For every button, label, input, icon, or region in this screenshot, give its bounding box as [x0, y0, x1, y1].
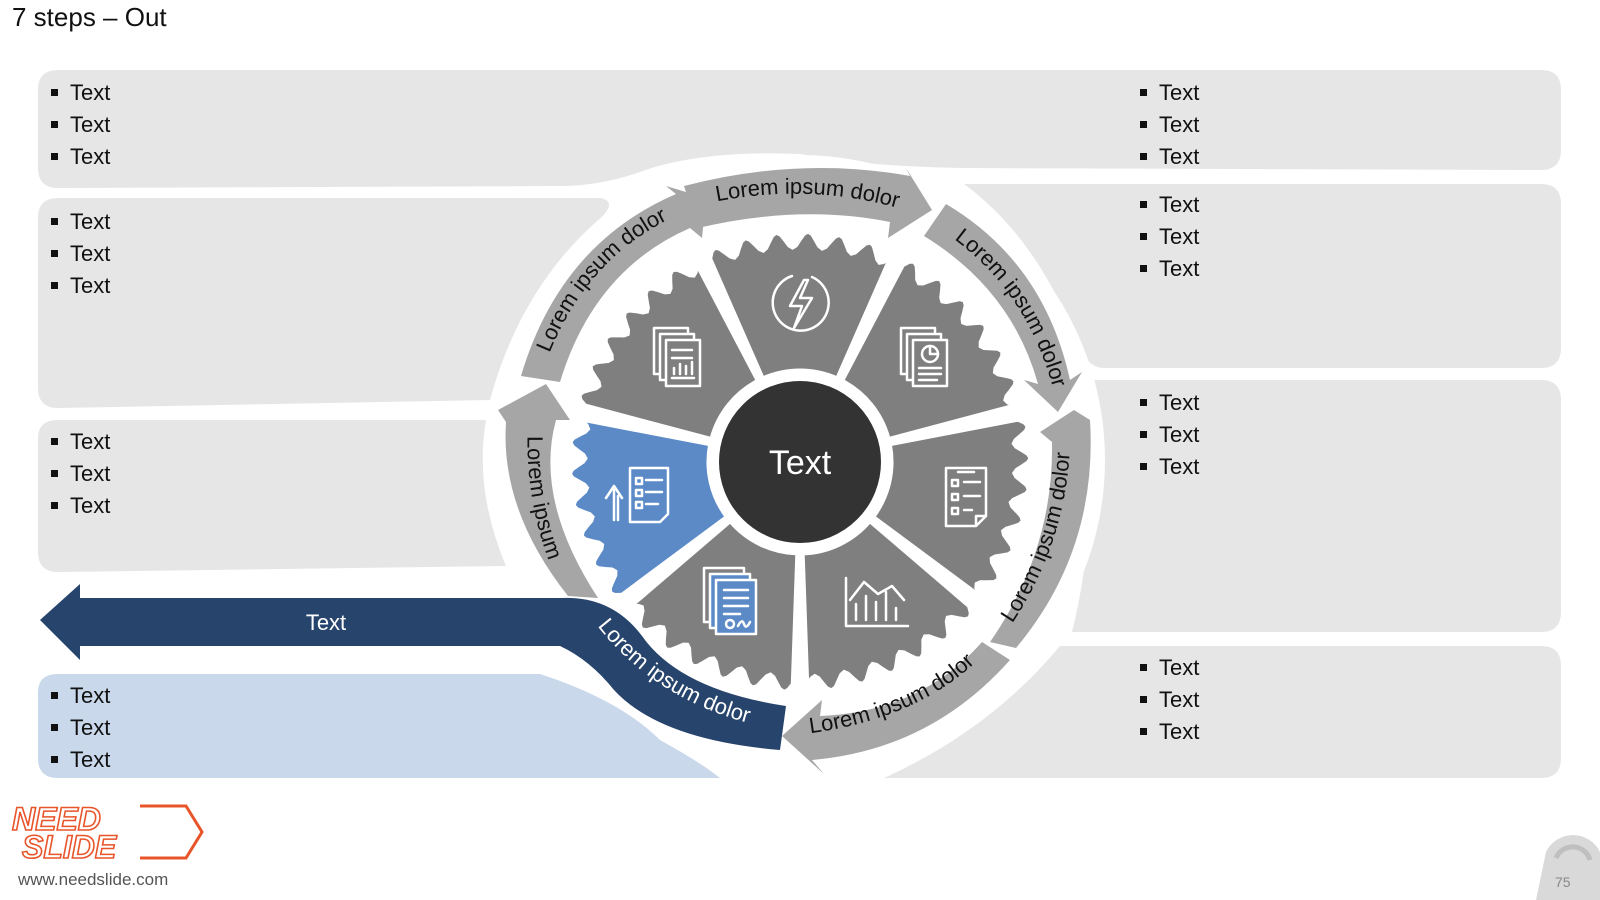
svg-text:NEED: NEED: [12, 801, 101, 837]
panel-top: [38, 70, 1561, 188]
panel-left-out[interactable]: [38, 674, 720, 778]
center-label: Text: [769, 444, 832, 482]
bullet: Text: [1139, 221, 1199, 253]
bullet: Text: [1139, 141, 1199, 173]
panel-right-3-bullets: Text Text Text: [1139, 387, 1199, 483]
bullet: Text: [1139, 684, 1199, 716]
bullet: Text: [50, 712, 110, 744]
needslide-logo: NEED SLIDE: [11, 800, 204, 866]
svg-text:SLIDE: SLIDE: [22, 829, 118, 865]
wheel-segment-6[interactable]: [568, 417, 729, 597]
bullet: Text: [50, 77, 110, 109]
bullet: Text: [1139, 253, 1199, 285]
output-arrow[interactable]: [40, 584, 786, 750]
power-icon: [771, 274, 830, 332]
bullet: Text: [50, 238, 110, 270]
panel-left-2-bullets: Text Text Text: [50, 206, 110, 302]
ring-arrow-bottom-right: [782, 642, 1010, 774]
bullet: Text: [50, 490, 110, 522]
panels: [38, 70, 1561, 778]
page-number: 75: [1555, 874, 1571, 890]
slide-title: 7 steps – Out: [12, 2, 167, 32]
bullet: Text: [50, 109, 110, 141]
checklist-icon: [944, 466, 988, 528]
ring-arrow-left: [498, 384, 598, 598]
panel-left-3-bullets: Text Text Text: [50, 426, 110, 522]
panel-left-2: [38, 198, 610, 408]
ring-arrow-right: [990, 410, 1091, 648]
panel-top-left-bullets: Text Text Text: [50, 77, 110, 173]
panel-left-3: [38, 420, 506, 572]
documents-pie-icon: [899, 326, 949, 388]
documents-chart-icon: [652, 326, 702, 388]
website-url[interactable]: www.needslide.com: [18, 870, 169, 889]
bullet: Text: [50, 141, 110, 173]
bullet: Text: [1139, 716, 1199, 748]
bullet: Text: [50, 680, 110, 712]
bullet: Text: [50, 270, 110, 302]
bullet: Text: [1139, 419, 1199, 451]
panel-right-2: [964, 184, 1561, 368]
bar-chart-icon: [844, 576, 910, 628]
bullet: Text: [50, 206, 110, 238]
bullet: Text: [1139, 189, 1199, 221]
ring-arrow-upper-left: [521, 186, 706, 382]
output-arrow-label: Text: [306, 610, 346, 635]
bullet: Text: [1139, 109, 1199, 141]
bullet: Text: [1139, 77, 1199, 109]
certificate-icon: [702, 566, 758, 636]
panel-right-3: [1072, 380, 1561, 632]
center-hub[interactable]: [713, 375, 887, 549]
ring-arrow-top: [684, 168, 932, 238]
page-number-badge: [1536, 835, 1600, 900]
bullet: Text: [50, 744, 110, 776]
bullet: Text: [1139, 451, 1199, 483]
panel-right-4-bullets: Text Text Text: [1139, 652, 1199, 748]
panel-right-2-bullets: Text Text Text: [1139, 189, 1199, 285]
panel-right-4: [884, 646, 1561, 778]
ring-arrow-upper-right: [924, 204, 1082, 412]
bullet: Text: [1139, 652, 1199, 684]
bullet: Text: [50, 458, 110, 490]
panel-left-out-bullets: Text Text Text: [50, 680, 110, 776]
bullet: Text: [1139, 387, 1199, 419]
ring-arrows: [498, 168, 1091, 774]
panel-top-right-bullets: Text Text Text: [1139, 77, 1199, 173]
bullet: Text: [50, 426, 110, 458]
upload-checklist-icon: [604, 466, 670, 524]
